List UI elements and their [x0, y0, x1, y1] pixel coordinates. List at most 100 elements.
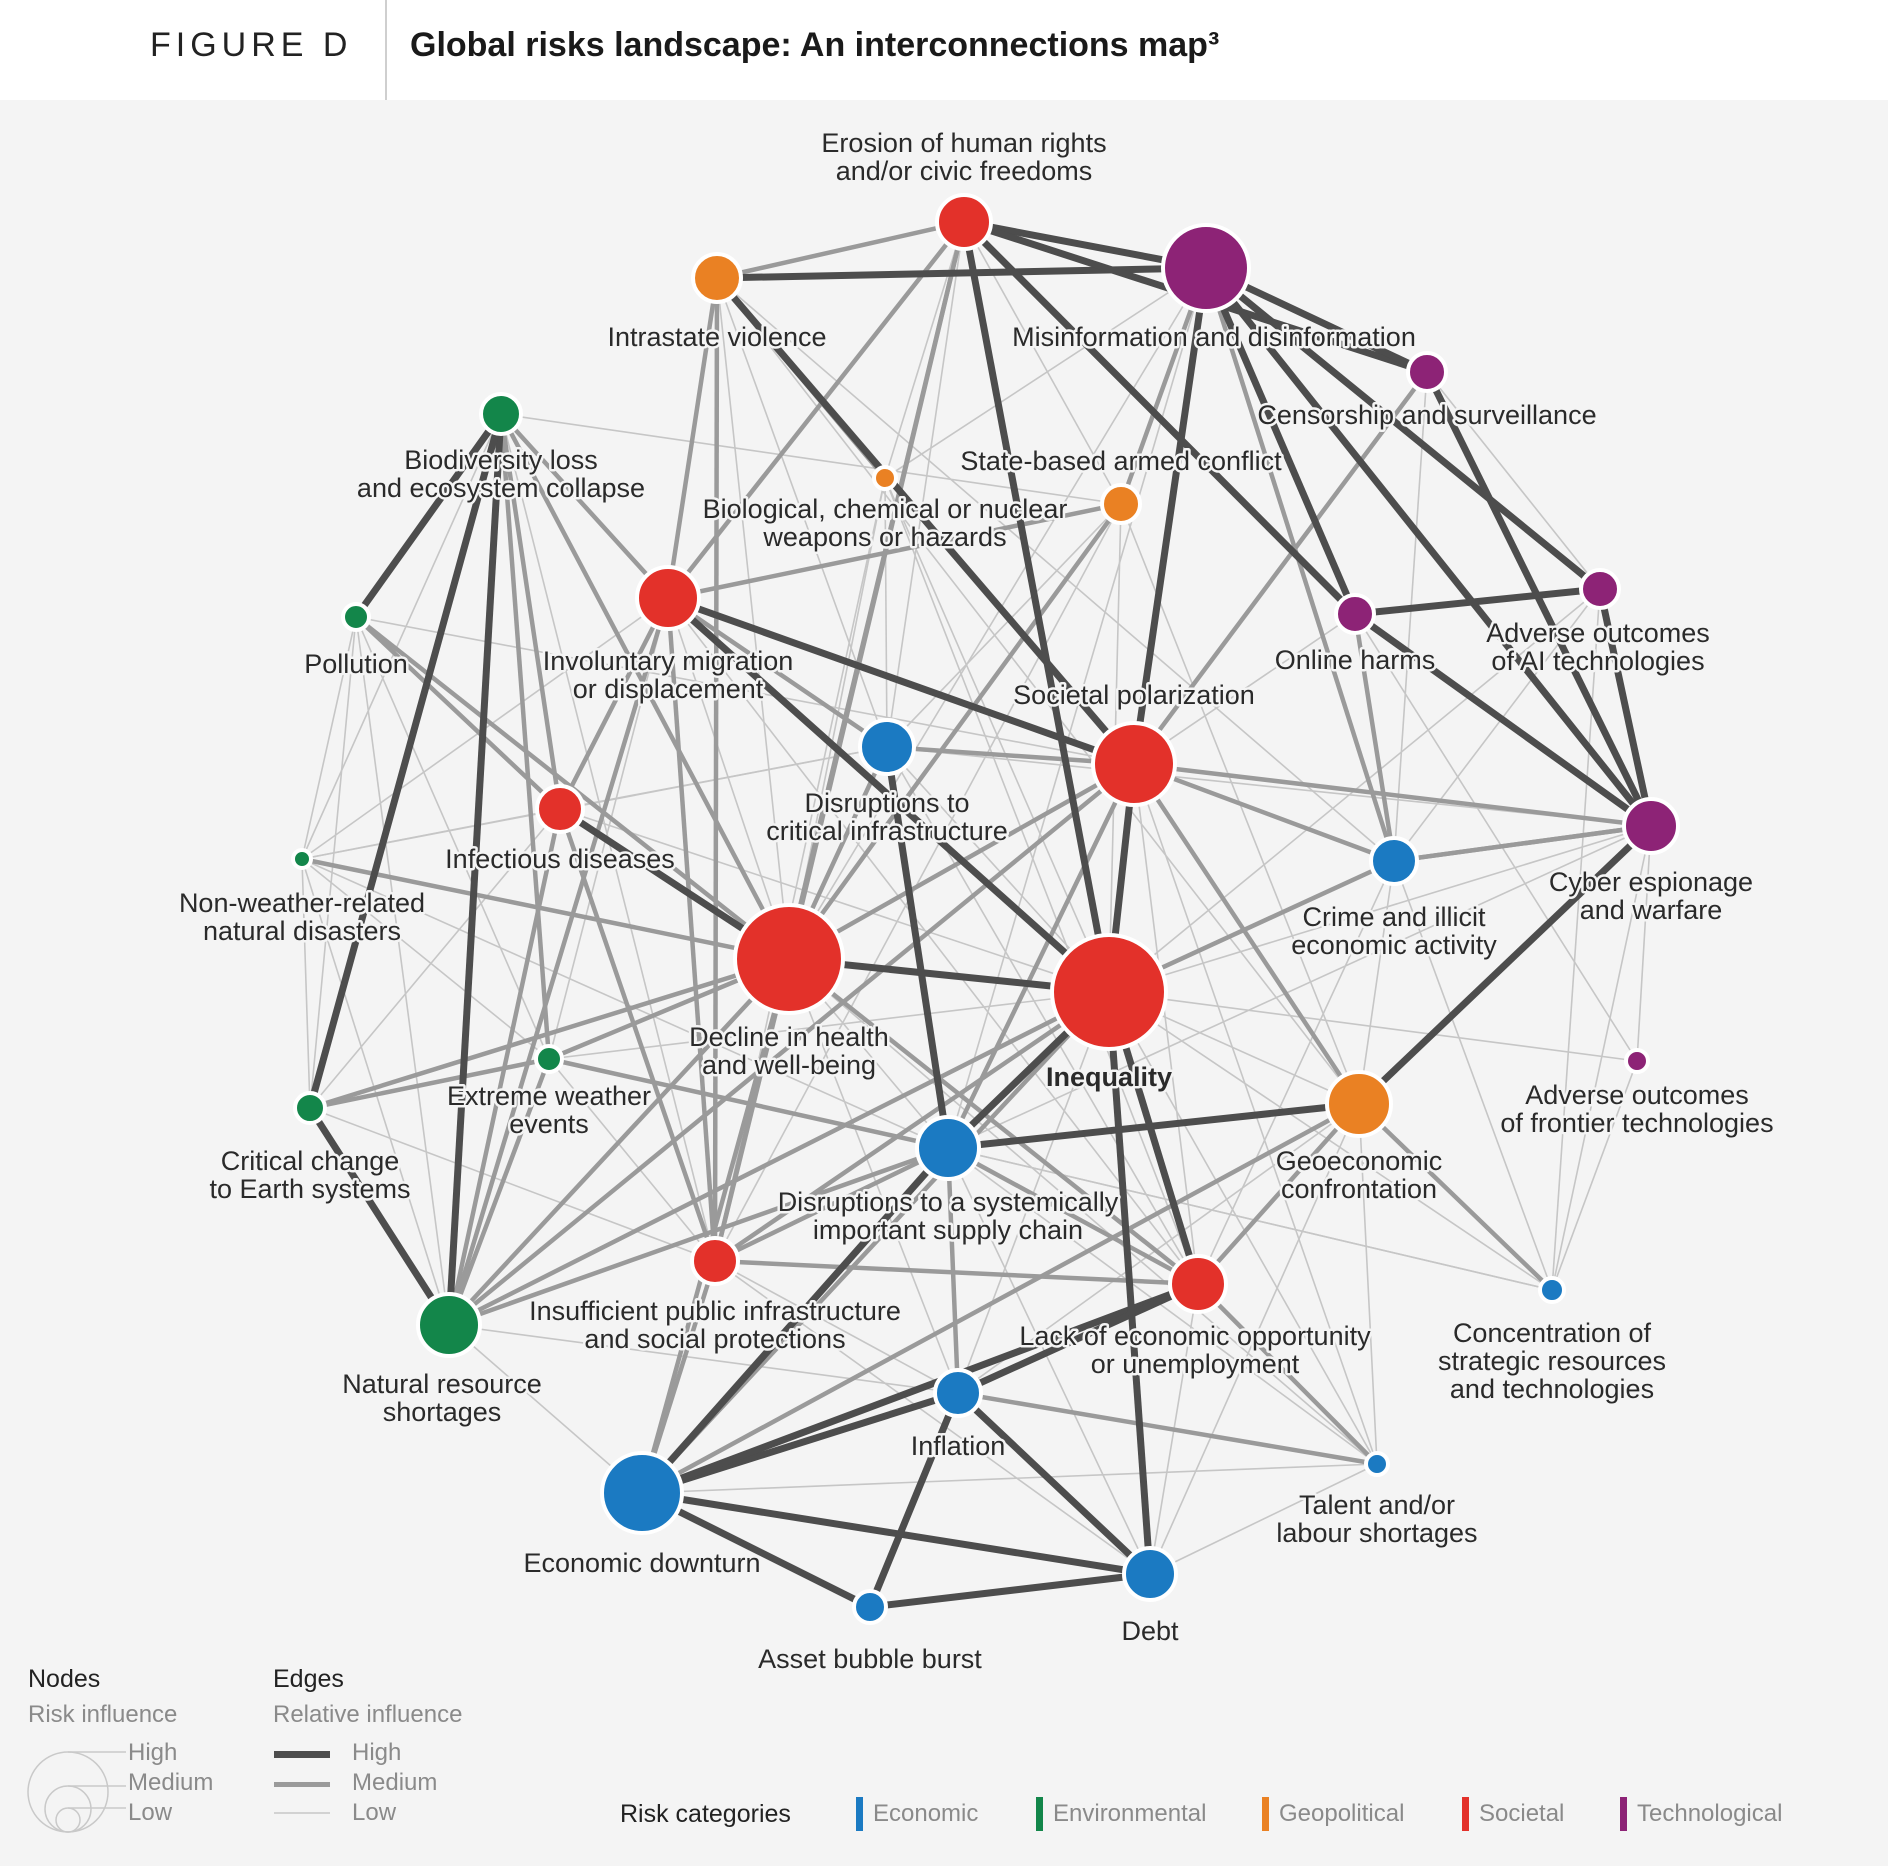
label-debt: Debt	[1121, 1616, 1179, 1646]
edge-statearmed-health	[787, 502, 1123, 961]
node-crime	[1369, 836, 1419, 886]
label-cyber-line-1: and warfare	[1580, 895, 1723, 925]
node-layer	[291, 193, 1680, 1625]
edge-biodiversity-migration	[499, 412, 670, 600]
edge-cyber-crime	[1393, 823, 1652, 864]
edge-supplychain-debt	[947, 1147, 1151, 1575]
label-erosion-line-0: Erosion of human rights	[821, 128, 1106, 158]
legend-edges-title: Edges	[273, 1665, 344, 1693]
edge-inflation-econopp	[956, 1280, 1200, 1397]
edge-misinfo-adverseai	[1203, 265, 1603, 592]
label-health-line-0: Decline in health	[689, 1022, 889, 1052]
node-infectious	[535, 784, 585, 834]
edge-misinfo-biological	[884, 267, 1207, 479]
legend-geopolitical-label: Geopolitical	[1279, 1800, 1405, 1827]
legend-nodes-subtitle: Risk influence	[28, 1701, 178, 1728]
node-pollution	[341, 602, 371, 632]
edge-inflation-debt	[955, 1390, 1153, 1577]
edge-biodiversity-nonweather	[301, 413, 502, 860]
edge-intrastate-crime	[716, 277, 1395, 862]
node-inequality	[1050, 933, 1168, 1051]
edge-talent-debt	[1149, 1463, 1378, 1575]
edge-infectious-inequality	[559, 808, 1110, 993]
legend-node-medium: Medium	[128, 1769, 214, 1796]
edge-econopp-publicinfra	[714, 1258, 1199, 1287]
edge-earthsystems-publicinfra	[309, 1107, 716, 1262]
label-publicinfra-line-1: and social protections	[584, 1324, 845, 1354]
label-inequality-line-0: Inequality	[1046, 1062, 1172, 1092]
label-concentration-line-1: strategic resources	[1438, 1346, 1666, 1376]
legend-economic-swatch	[856, 1797, 863, 1831]
edge-intrastate-misinfo	[716, 264, 1207, 282]
edge-pollution-infectious	[354, 615, 562, 811]
edge-biodiversity-extremeweather	[498, 413, 552, 1060]
edge-biological-inequality	[884, 477, 1110, 993]
edge-health-earthsystems	[309, 956, 790, 1111]
legend-node-low: Low	[128, 1799, 173, 1826]
header-divider	[385, 0, 387, 100]
node-censorship	[1406, 351, 1448, 393]
label-statearmed-line-0: State-based armed conflict	[960, 446, 1282, 476]
legend-categories-title: Risk categories	[620, 1800, 791, 1828]
label-misinfo-line-0: Misinformation and disinformation	[1012, 322, 1416, 352]
edge-inequality-publicinfra	[713, 990, 1111, 1263]
edge-supplychain-econopp	[946, 1146, 1200, 1286]
edge-inequality-concentration	[1108, 991, 1553, 1291]
edge-publicinfra-inflation	[714, 1260, 959, 1394]
legend-societal-swatch	[1462, 1797, 1469, 1831]
edge-biodiversity-pollution	[353, 411, 504, 620]
edge-intrastate-polarization	[714, 275, 1137, 767]
label-migration-line-0: Involuntary migration	[543, 646, 794, 676]
label-disruptinfra-line-1: critical infrastructure	[766, 816, 1008, 846]
node-assetbubble	[852, 1589, 888, 1625]
edge-adversefrontier-concentration	[1551, 1060, 1638, 1291]
node-geoeconomic	[1325, 1070, 1393, 1138]
edge-extremeweather-earthsystems	[309, 1056, 550, 1111]
node-disruptinfra	[858, 718, 916, 776]
node-health	[733, 903, 845, 1015]
label-erosion-line-1: and/or civic freedoms	[836, 156, 1093, 186]
edge-pollution-extremeweather	[355, 616, 550, 1060]
label-supplychain-line-0: Disruptions to a systemically	[778, 1187, 1119, 1217]
edge-onlineharms-cyber	[1352, 611, 1654, 829]
label-biological-line-0: Biological, chemical or nuclear	[703, 494, 1068, 524]
edge-downturn-assetbubble	[640, 1489, 872, 1611]
edge-pollution-nonweather	[301, 616, 357, 860]
edge-misinfo-health	[788, 267, 1207, 960]
edge-inequality-naturalresource	[447, 989, 1111, 1328]
edge-talent-downturn	[641, 1463, 1378, 1494]
edge-biodiversity-naturalresource	[445, 413, 505, 1326]
legend-node-size-icon	[27, 1751, 126, 1833]
node-econopp	[1168, 1254, 1228, 1314]
edge-misinfo-onlineharms	[1202, 266, 1359, 616]
node-erosion	[935, 193, 993, 251]
edge-cyber-polarization	[1133, 761, 1652, 829]
edge-misinfo-crime	[1203, 267, 1397, 862]
edge-adverseai-concentration	[1551, 588, 1601, 1291]
node-concentration	[1538, 1276, 1566, 1304]
label-econopp-line-1: or unemployment	[1091, 1349, 1300, 1379]
edge-nonweather-earthsystems	[301, 858, 311, 1109]
edge-adverseai-cyber	[1596, 588, 1655, 827]
node-nonweather	[291, 848, 313, 870]
legend-edge-high: High	[352, 1739, 402, 1766]
legend-technological-label: Technological	[1637, 1800, 1783, 1827]
label-naturalresource-line-1: shortages	[383, 1397, 502, 1427]
label-pollution: Pollution	[304, 649, 408, 679]
edge-geoeconomic-inflation	[957, 1103, 1360, 1394]
edge-cyber-concentration	[1551, 825, 1652, 1291]
edge-inflation-assetbubble	[866, 1391, 962, 1609]
edge-erosion-inequality	[960, 221, 1113, 993]
edge-erosion-onlineharms	[961, 219, 1358, 617]
label-cyber-line-0: Cyber espionage	[1549, 867, 1753, 897]
label-adverseai-line-1: of AI technologies	[1491, 646, 1704, 676]
edge-censorship-adverseai	[1426, 371, 1601, 590]
